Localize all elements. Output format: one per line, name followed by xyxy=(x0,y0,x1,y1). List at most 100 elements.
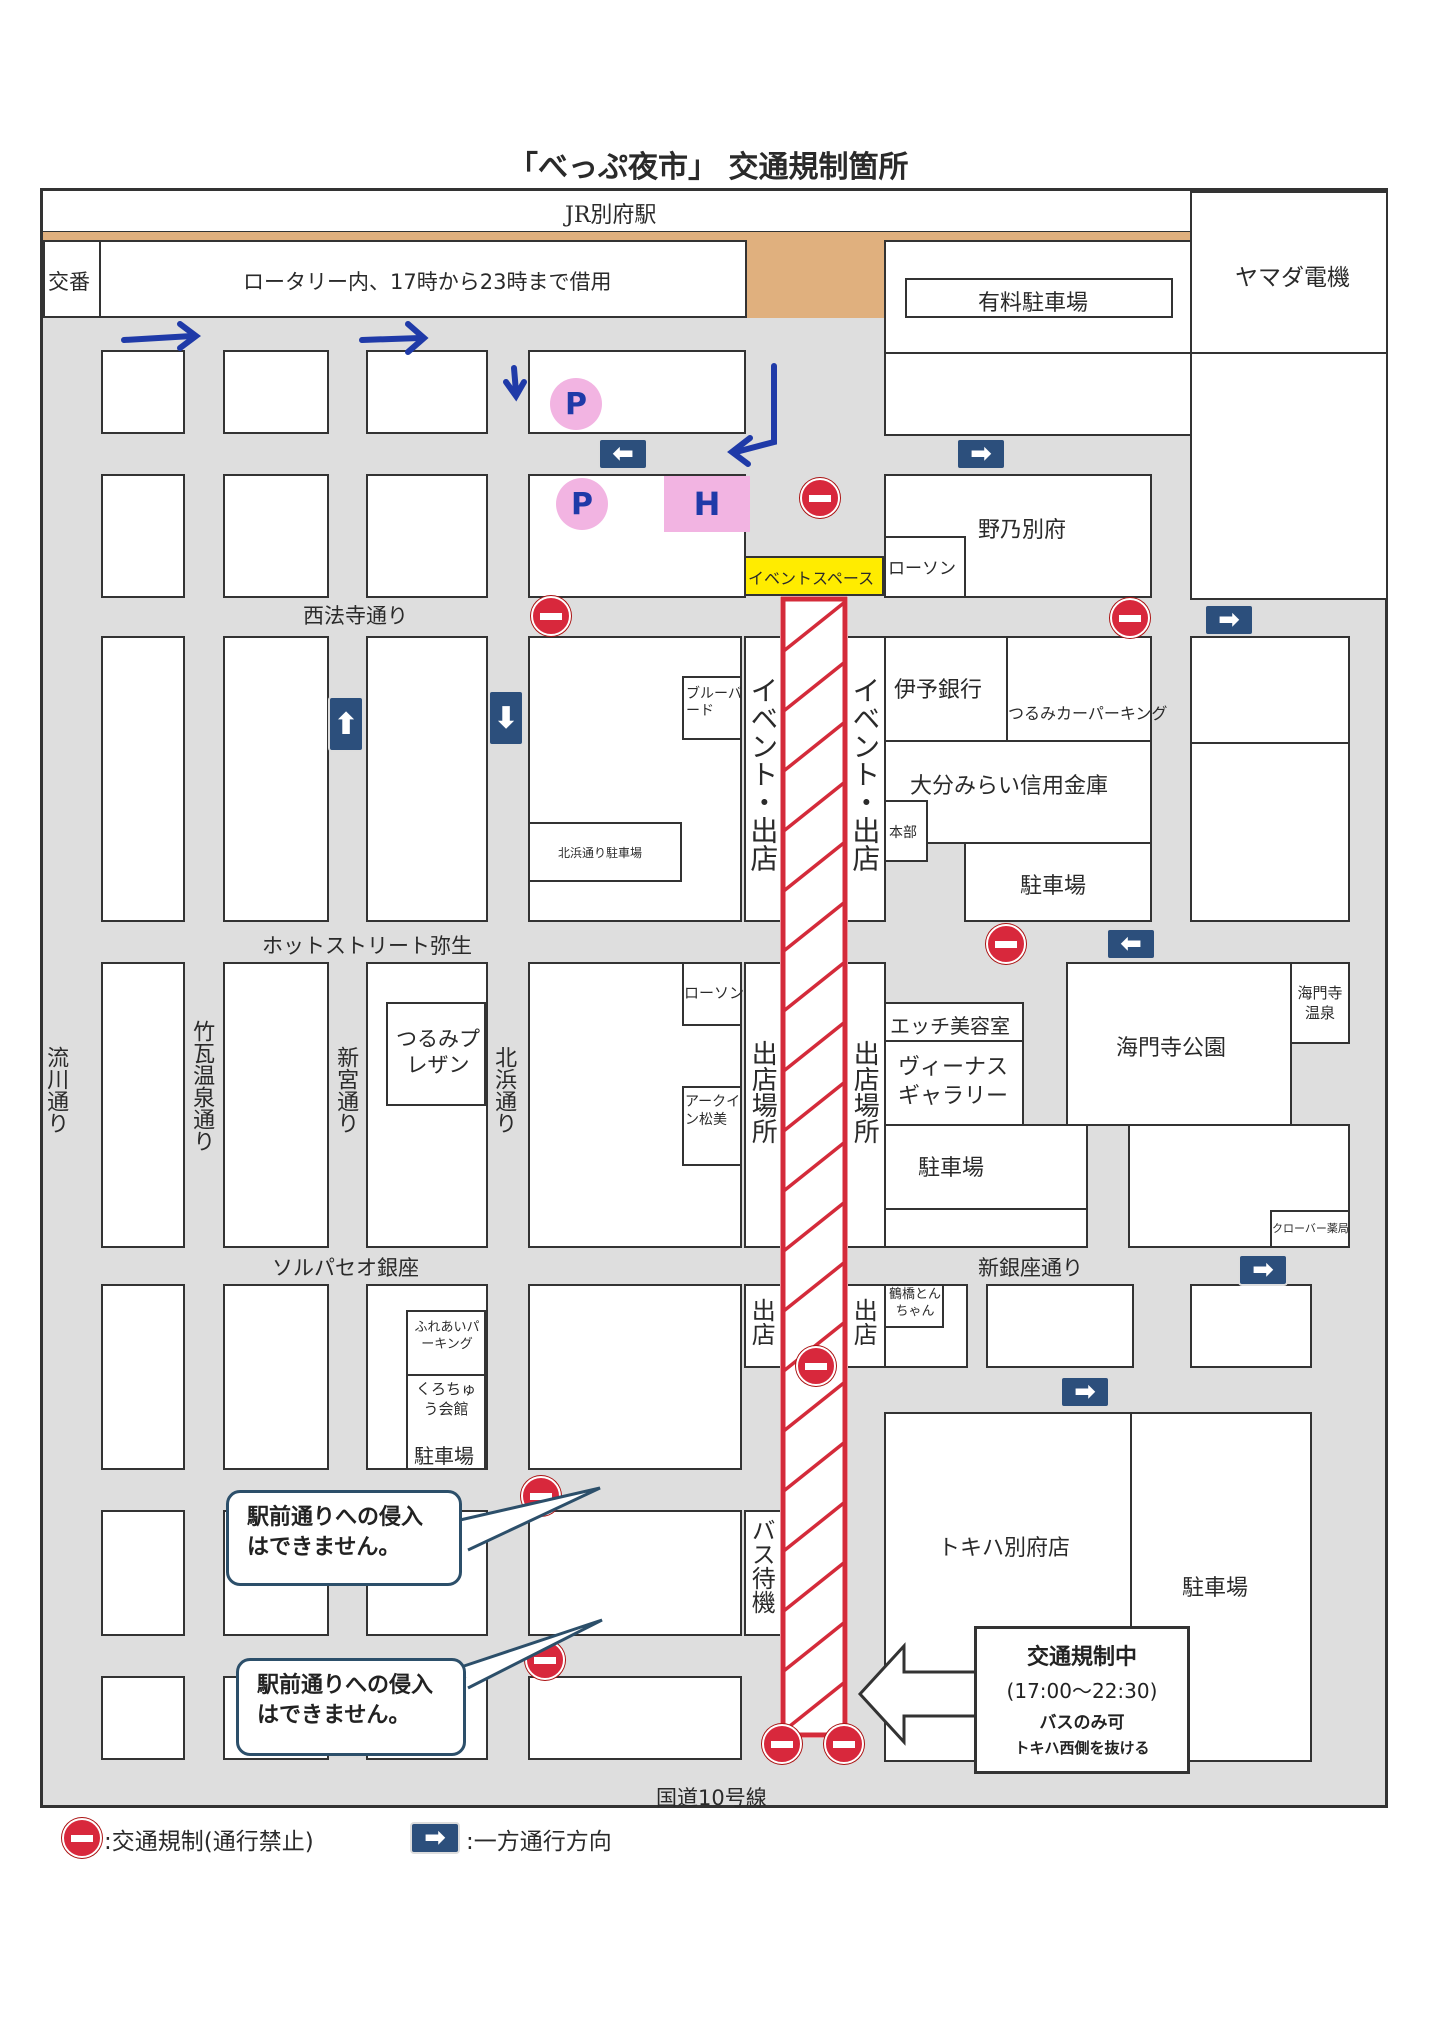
no-entry-icon-4 xyxy=(986,924,1026,964)
kaimonji-onsen-text: 海門寺温泉 xyxy=(1297,984,1343,1022)
kaimonji-onsen-label: 海門寺温泉 xyxy=(1293,984,1347,1023)
tokiha-parking-label: 駐車場 xyxy=(1182,1576,1249,1601)
kaimonji-park-label: 海門寺公園 xyxy=(1116,1036,1227,1061)
handwritten-h-icon: H xyxy=(664,476,750,532)
tsurumi-plaza xyxy=(386,1002,486,1106)
block-r6-d xyxy=(528,1510,742,1636)
map-title: 「べっぷ夜市」 交通規制箇所 xyxy=(508,150,909,185)
rotary xyxy=(99,240,747,318)
tsurumi-plaza-text: つるみプレザン xyxy=(396,1027,480,1078)
fureai-parking xyxy=(406,1310,486,1376)
block-r2-a xyxy=(101,474,185,598)
oita-mirai xyxy=(884,740,1152,844)
street-takegawara: 竹瓦温泉通り xyxy=(189,1020,215,1152)
no-entry-icon-1 xyxy=(800,478,840,518)
parking-r4 xyxy=(884,1124,1088,1210)
block-r5-a xyxy=(101,1284,185,1470)
lawson-1-label: ローソン xyxy=(888,559,956,579)
callout-no-entry-2: 駅前通りへの侵入はできません。 xyxy=(236,1658,466,1756)
regulation-notice: 交通規制中 (17:00〜22:30) バスのみ可 トキハ西側を抜ける xyxy=(974,1626,1190,1774)
honbu xyxy=(884,800,928,862)
no-entry-icon-2 xyxy=(531,596,571,636)
tsurumi-plaza-label: つるみプレザン xyxy=(392,1026,484,1079)
arcuin-text: アークイン松美 xyxy=(685,1094,741,1128)
street-solpaseo: ソルパセオ銀座 xyxy=(272,1256,419,1280)
handwritten-p-icon-1: P xyxy=(550,378,602,430)
street-kitahama: 北浜通り xyxy=(491,1046,517,1134)
kurochiku-hall xyxy=(406,1374,486,1470)
clover-pharmacy xyxy=(1270,1210,1350,1248)
blue-bird xyxy=(682,676,742,740)
block-r2-c xyxy=(366,474,488,598)
ecchi-salon-label: エッチ美容室 xyxy=(890,1014,1010,1038)
parking-r4-label: 駐車場 xyxy=(918,1156,985,1181)
block-r4-a xyxy=(101,962,185,1248)
lawson-1 xyxy=(884,536,966,598)
one-way-right-icon-2: ➡ xyxy=(1204,604,1254,636)
event-shop-left-label: イベント・出店 xyxy=(746,676,780,872)
block-r1-b xyxy=(223,350,329,434)
parking-r3 xyxy=(964,842,1152,922)
legend-no-entry-icon xyxy=(62,1818,102,1858)
legend-one-way-label: :一方通行方向 xyxy=(466,1829,612,1855)
block-r4-e xyxy=(884,1208,1088,1248)
block-r3-a xyxy=(101,636,185,922)
regulation-time: (17:00〜22:30) xyxy=(1006,1679,1158,1703)
block-r5-f xyxy=(1190,1284,1312,1368)
event-space-label: イベントスペース xyxy=(748,569,875,588)
venus-gallery-label: ヴィーナスギャラリー xyxy=(898,1054,1022,1111)
tokiha-label: トキハ別府店 xyxy=(938,1536,1071,1561)
kurochiku-parking-label: 駐車場 xyxy=(414,1444,474,1468)
shop-place-left-label: 出店場所 xyxy=(747,1040,778,1144)
no-entry-icon-3 xyxy=(1110,598,1150,638)
regulation-title: 交通規制中 xyxy=(1026,1645,1137,1670)
kaimonji-onsen xyxy=(1290,962,1350,1044)
block-yamada-below xyxy=(1190,352,1388,600)
tsurubashi-inner xyxy=(884,1284,944,1328)
block-r4-b xyxy=(223,962,329,1248)
nonobeppu-label: 野乃別府 xyxy=(978,518,1067,543)
blue-bird-text: ブルーバード xyxy=(686,686,742,719)
kitahama-parking xyxy=(528,822,682,882)
callout-tails xyxy=(459,1486,603,1690)
legend-no-traffic-label: :交通規制(通行禁止) xyxy=(104,1829,314,1855)
tsurubashi-text: 鶴橋とんちゃん xyxy=(888,1287,941,1319)
event-shop-left xyxy=(744,636,784,922)
one-way-left-icon-2: ⬅ xyxy=(1106,928,1156,960)
bus-wait-label: バス待機 xyxy=(747,1518,776,1614)
station-orange-block xyxy=(746,240,886,318)
station-band xyxy=(43,191,1193,233)
event-space xyxy=(744,556,884,596)
event-shop-right xyxy=(846,636,886,922)
paid-parking xyxy=(905,278,1173,318)
block-r3-g xyxy=(1190,742,1350,922)
shop-place-right-label: 出店場所 xyxy=(849,1040,880,1144)
legend-one-way-icon: ➡ xyxy=(410,1822,460,1854)
one-way-down-icon: ⬇ xyxy=(488,690,524,746)
kurochiku-hall-label: くろちゅう会館 xyxy=(410,1380,482,1419)
handwritten-arrows xyxy=(121,321,777,467)
callout-no-entry-1-text: 駅前通りへの侵入はできません。 xyxy=(247,1505,424,1560)
lawson-2 xyxy=(682,962,742,1026)
fureai-parking-text: ふれあいパーキング xyxy=(414,1320,480,1352)
one-way-right-icon-3: ➡ xyxy=(1238,1254,1288,1286)
lawson-2-label: ローソン xyxy=(684,984,745,1002)
block-r1-a xyxy=(101,350,185,434)
tsurumi-carparking xyxy=(1006,636,1152,742)
street-saihoji: 西法寺通り xyxy=(303,604,408,628)
street-nagarekawa: 流川通り xyxy=(43,1046,69,1134)
clover-pharmacy-label: クローバー薬局 xyxy=(1272,1222,1349,1235)
regulation-bus: バスのみ可 xyxy=(1039,1713,1125,1733)
no-entry-icon-8 xyxy=(762,1724,802,1764)
kurochiku-hall-text: くろちゅう会館 xyxy=(415,1380,476,1418)
venus-gallery xyxy=(884,1040,1024,1126)
iyo-bank xyxy=(884,636,1008,742)
block-r3-c xyxy=(366,636,488,922)
station-label: JR別府駅 xyxy=(565,203,657,228)
closed-road xyxy=(780,596,848,1738)
blue-bird-label: ブルーバード xyxy=(686,686,742,720)
callout-no-entry-1: 駅前通りへの侵入はできません。 xyxy=(226,1490,462,1586)
block-r1-c xyxy=(366,350,488,434)
block-r3-b xyxy=(223,636,329,922)
oita-mirai-label: 大分みらい信用金庫 xyxy=(910,774,1109,799)
